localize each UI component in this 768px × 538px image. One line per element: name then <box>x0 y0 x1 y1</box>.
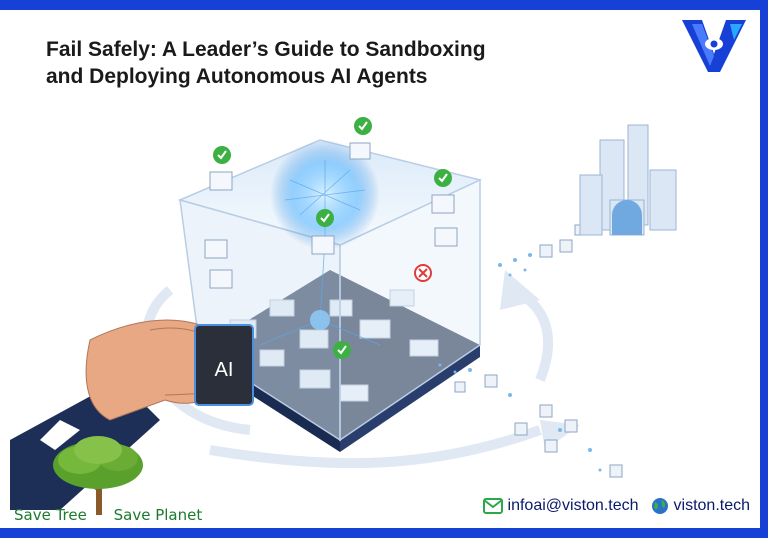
right-brand-bar <box>760 0 768 538</box>
ai-chip <box>194 324 254 406</box>
top-brand-bar <box>0 0 768 10</box>
agent-cards <box>204 142 458 289</box>
title-line-1: Fail Safely: A Leader’s Guide to Sandbox… <box>46 38 486 61</box>
website-contact[interactable]: viston.tech <box>651 497 750 515</box>
title-line-2: and Deploying Autonomous AI Agents <box>46 65 428 88</box>
poster-title: Fail Safely: A Leader’s Guide to Sandbox… <box>46 36 606 90</box>
sandbox-illustration: AI <box>10 117 677 515</box>
slogan-right: Save Planet <box>113 506 203 524</box>
email-text: infoai@viston.tech <box>507 497 639 514</box>
bottom-brand-bar <box>0 528 768 538</box>
slogan-left: Save Tree <box>14 506 87 524</box>
globe-icon <box>651 498 668 514</box>
email-contact[interactable]: infoai@viston.tech <box>482 497 639 515</box>
logo-v-icon <box>682 20 746 72</box>
slogan: Save Tree Save Planet <box>14 506 224 524</box>
ai-chip-label: AI <box>215 359 234 381</box>
tree-icon <box>53 436 143 515</box>
contact-info: infoai@viston.tech viston.tech <box>471 497 750 515</box>
website-text: viston.tech <box>673 497 750 514</box>
mail-icon <box>482 498 503 514</box>
